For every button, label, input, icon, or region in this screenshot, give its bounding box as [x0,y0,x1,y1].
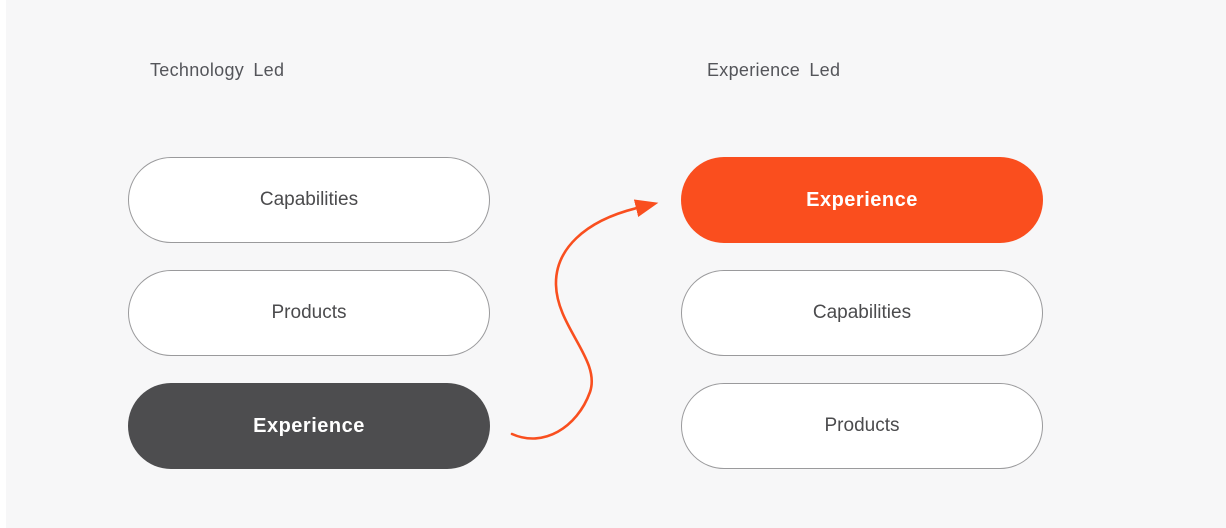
pill-technology-led-experience: Experience [128,383,490,469]
pill-technology-led-products: Products [128,270,490,356]
pill-experience-led-experience: Experience [681,157,1043,243]
column-title-experience-led: Experience Led [707,60,841,80]
pill-experience-led-capabilities: Capabilities [681,270,1043,356]
pill-experience-led-products: Products [681,383,1043,469]
column-title-technology-led: Technology Led [150,60,285,80]
left-edge-strip [0,0,6,528]
pill-technology-led-capabilities: Capabilities [128,157,490,243]
